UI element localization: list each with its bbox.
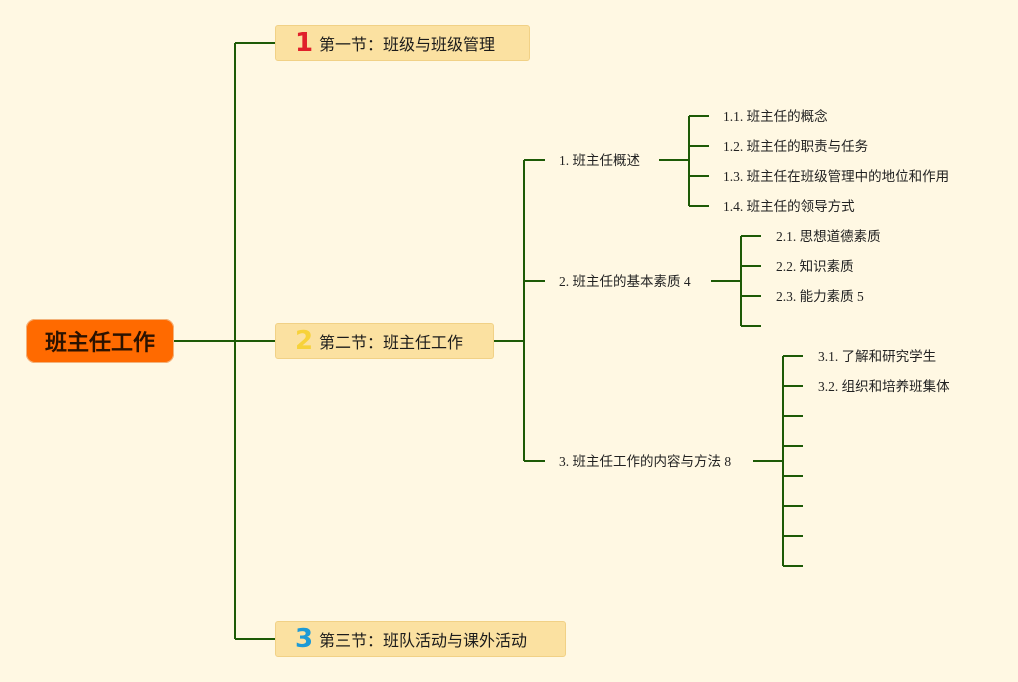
subtopic-2-3[interactable]: 2.3. 能力素质 5 bbox=[776, 289, 864, 304]
subtopic-1-4[interactable]: 1.4. 班主任的领导方式 bbox=[723, 199, 855, 214]
topic-node-2[interactable]: 2. 班主任的基本素质 4 bbox=[559, 274, 691, 289]
topic-node-1[interactable]: 1. 班主任概述 bbox=[559, 153, 640, 168]
section-node-2[interactable]: 2 第二节：班主任工作 bbox=[275, 323, 494, 359]
section-node-3[interactable]: 3 第三节：班队活动与课外活动 bbox=[275, 621, 566, 657]
section-node-1[interactable]: 1 第一节：班级与班级管理 bbox=[275, 25, 530, 61]
subtopic-2-1[interactable]: 2.1. 思想道德素质 bbox=[776, 229, 881, 244]
subtopic-1-3[interactable]: 1.3. 班主任在班级管理中的地位和作用 bbox=[723, 169, 950, 184]
section-number-1: 1 bbox=[294, 28, 314, 58]
root-label: 班主任工作 bbox=[44, 331, 155, 356]
subtopic-2-2[interactable]: 2.2. 知识素质 bbox=[776, 259, 854, 274]
root-node[interactable]: 班主任工作 bbox=[26, 319, 174, 363]
section-number-2: 2 bbox=[294, 326, 314, 356]
section-label-2: 第二节：班主任工作 bbox=[319, 333, 464, 352]
section-number-3: 3 bbox=[294, 624, 314, 654]
section-label-3: 第三节：班队活动与课外活动 bbox=[319, 631, 528, 650]
subtopic-3-1[interactable]: 3.1. 了解和研究学生 bbox=[818, 349, 937, 364]
topic-node-3[interactable]: 3. 班主任工作的内容与方法 8 bbox=[559, 454, 732, 469]
section-label-1: 第一节：班级与班级管理 bbox=[319, 35, 496, 54]
subtopic-1-1[interactable]: 1.1. 班主任的概念 bbox=[723, 109, 828, 124]
subtopic-1-2[interactable]: 1.2. 班主任的职责与任务 bbox=[723, 139, 869, 154]
subtopic-3-2[interactable]: 3.2. 组织和培养班集体 bbox=[818, 379, 950, 394]
